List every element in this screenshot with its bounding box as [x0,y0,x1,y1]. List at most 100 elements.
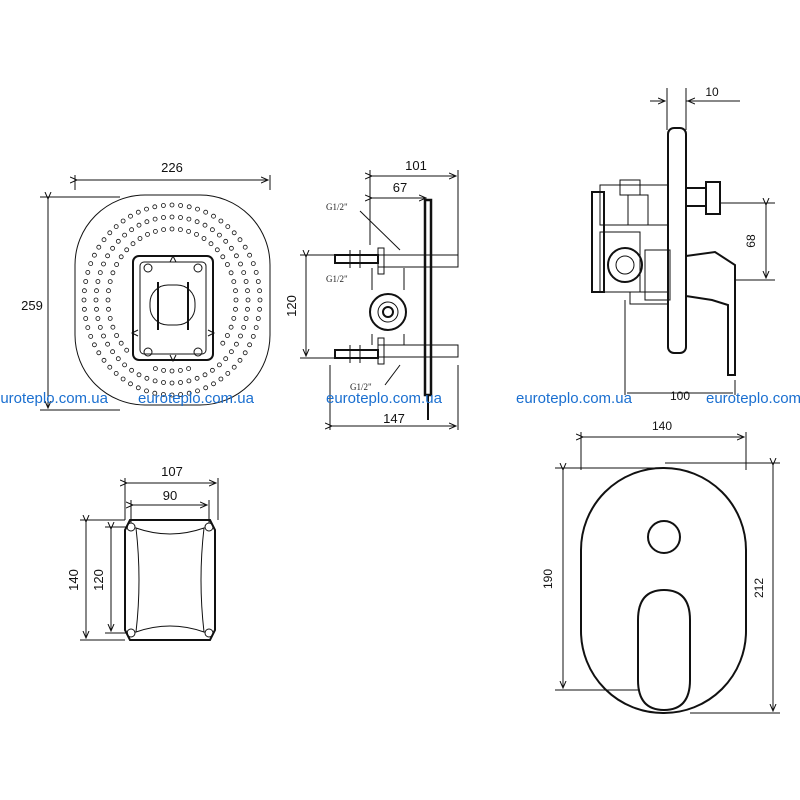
pattern-dot [128,381,133,387]
thread-label-bottom: G1/2" [350,382,372,392]
pattern-dot [216,232,222,238]
pattern-dot [201,236,207,241]
pattern-dot [110,349,115,355]
pattern-dot [253,325,259,331]
dim-101: 101 [405,158,427,173]
pattern-dot [85,325,91,331]
pattern-dot [220,254,226,260]
pattern-dot [124,247,130,253]
front-plate-view: 226 259 [21,160,271,411]
pattern-dot [255,279,261,284]
pattern-dot [209,367,215,373]
pattern-dot [202,372,208,378]
dim-140-v: 140 [66,569,81,591]
pattern-dot [186,366,192,372]
watermark-row: euroteplo.com.ua euroteplo.com.ua eurote… [0,390,800,407]
pattern-dot [113,370,119,376]
dim-68: 68 [744,234,758,248]
pattern-dot [253,269,259,275]
pattern-dot [186,204,192,210]
pattern-dot [93,297,99,303]
pattern-dot [82,306,87,312]
dim-140-h: 140 [652,419,672,433]
pattern-dot [178,380,183,385]
dotted-pattern [81,202,263,398]
diverter-button [647,520,681,554]
pattern-dot [92,252,97,258]
pattern-dot [130,241,136,247]
pattern-dot [95,279,101,284]
pattern-dot [101,261,106,267]
dim-partial: 100 [670,389,690,403]
dim-90: 90 [163,488,177,503]
dim-190: 190 [541,569,555,589]
watermark-1: euroteplo.com.ua [0,390,109,407]
pattern-dot [245,288,250,294]
cover-plate-outline [580,467,747,714]
pattern-dot [169,368,175,374]
lever-front [637,588,691,712]
pattern-dot [255,316,261,321]
pattern-dot [242,350,248,356]
pattern-dot [223,356,229,362]
pattern-dot [214,247,220,253]
pattern-dot [178,392,184,397]
pattern-dot [95,316,101,321]
pattern-dot [178,203,184,208]
pattern-dot [88,261,94,267]
pattern-dot [225,370,231,376]
pattern-dot [129,367,135,373]
pattern-dot [203,209,209,215]
pattern-dot [129,227,135,233]
pattern-dot [110,324,116,330]
pattern-dot [160,203,166,208]
pattern-dot [195,206,200,212]
pattern-dot [218,218,224,224]
pattern-dot [245,306,250,312]
pattern-dot [107,230,113,236]
pattern-dot [177,367,183,373]
pattern-dot [137,236,143,241]
pattern-dot [169,392,175,398]
pattern-dot [107,279,113,285]
pattern-dot [228,245,234,251]
pattern-dot [169,226,175,232]
pattern-dot [177,227,183,233]
pattern-dot [145,231,150,237]
pattern-dot [101,237,107,243]
pattern-dot [224,262,230,267]
pattern-dot [231,315,237,321]
pattern-dot [237,237,243,243]
pattern-dot [250,333,256,339]
pattern-dot [152,216,158,222]
pattern-dot [238,333,243,339]
dim-width: 226 [161,160,183,175]
pattern-dot [81,297,87,303]
cover-plate-side [667,127,687,354]
pattern-dot [128,213,133,219]
pattern-dot [218,376,224,382]
pattern-dot [237,357,243,363]
pattern-dot [211,213,216,219]
pattern-dot [144,219,150,225]
pattern-dot [160,392,166,397]
pattern-dot [186,216,192,222]
pattern-dot [105,253,110,259]
pattern-dot [203,385,209,391]
pattern-dot [216,362,222,368]
pattern-dot [169,202,175,208]
pattern-dot [161,380,166,385]
pattern-dot [228,270,234,276]
pattern-dot [122,232,127,238]
pattern-dot [113,224,119,230]
pattern-dot [161,215,166,220]
pattern-dot [110,270,116,276]
pattern-dot [220,340,226,346]
pattern-dot [107,364,113,370]
mixer-side-view: 10 68 100 [591,85,775,403]
dim-120-v: 120 [91,569,106,591]
pattern-dot [136,222,142,228]
pattern-dot [257,297,263,303]
